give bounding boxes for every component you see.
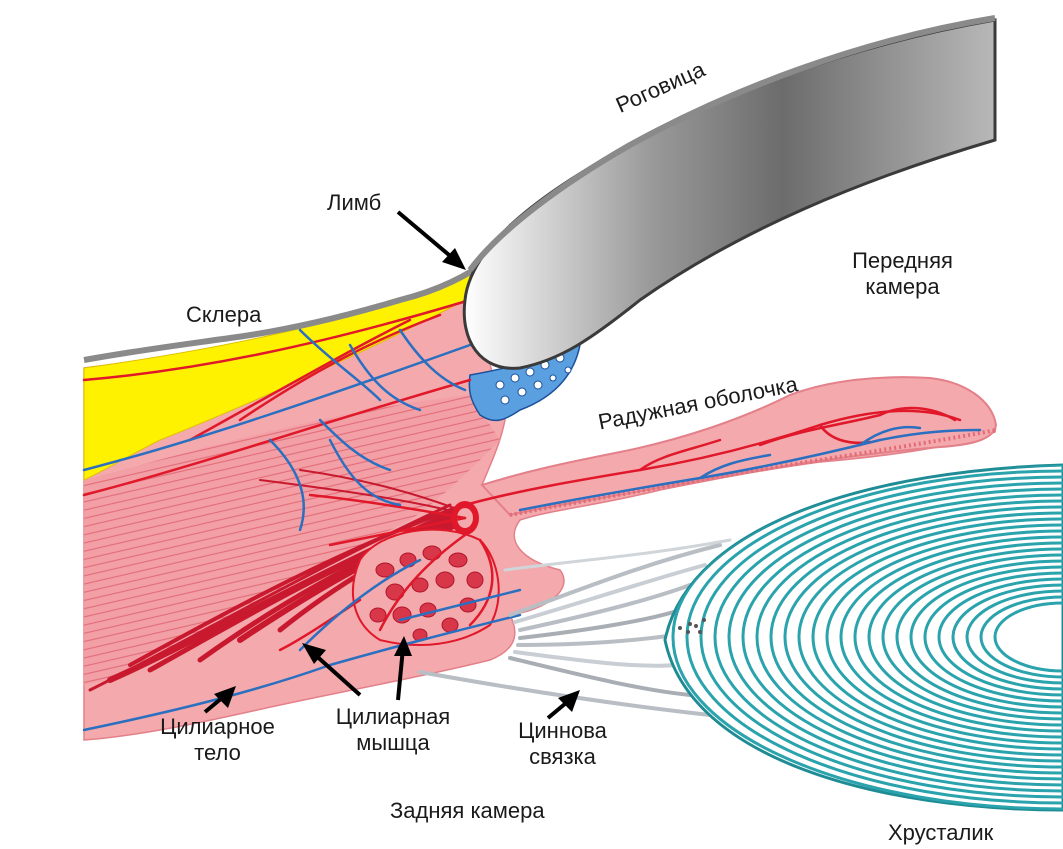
- posterior-chamber-label: Задняя камера: [390, 798, 545, 823]
- arteries: [82, 298, 962, 652]
- ciliary-muscle-line-1: Цилиарная: [335, 704, 451, 729]
- lens-label: Хрусталик: [888, 820, 994, 845]
- ciliary-body-line-2: тело: [194, 740, 241, 765]
- anterior-chamber-line-2: камера: [865, 274, 940, 299]
- arrow-heads: [214, 248, 580, 712]
- zonule-label: Циннова связка: [505, 718, 620, 770]
- zonule-line-1: Циннова: [518, 718, 607, 743]
- scleral-spur-stripes: [84, 395, 500, 685]
- lens-cell-dots: [678, 618, 706, 634]
- lens: [663, 463, 1063, 812]
- iris: [480, 376, 998, 517]
- ciliary-muscle-arrowhead-1: [302, 643, 326, 664]
- sclera-outline: [83, 252, 497, 363]
- veins: [82, 328, 982, 732]
- ciliary-body-label: Цилиарное тело: [150, 714, 285, 766]
- ciliary-muscle-arrow-2: [396, 647, 405, 701]
- cornea: [462, 18, 997, 370]
- limbus-label: Лимб: [327, 190, 382, 215]
- limbus-arrowhead: [442, 248, 466, 270]
- ciliary-muscle-arrow-1: [310, 650, 362, 697]
- cornea-epithelium: [467, 15, 996, 272]
- ciliary-muscle-label: Цилиарная мышца: [323, 704, 463, 756]
- ciliary-body-line-1: Цилиарное: [160, 714, 275, 739]
- anterior-chamber-label: Передняя камера: [840, 248, 965, 300]
- zonule-arrowhead: [558, 690, 580, 712]
- ciliary-body-arrowhead: [214, 686, 236, 708]
- limbus-arrow: [396, 210, 457, 262]
- zonule-line-2: связка: [529, 744, 596, 769]
- ciliary-muscle-line-2: мышца: [356, 730, 430, 755]
- lens-fibres: [671, 465, 1063, 810]
- sclera-label: Склера: [186, 302, 262, 327]
- anterior-chamber-line-1: Передняя: [852, 248, 953, 273]
- ciliary-muscle-arrowhead-2: [394, 636, 412, 656]
- ciliary-process-cells: [369, 545, 484, 642]
